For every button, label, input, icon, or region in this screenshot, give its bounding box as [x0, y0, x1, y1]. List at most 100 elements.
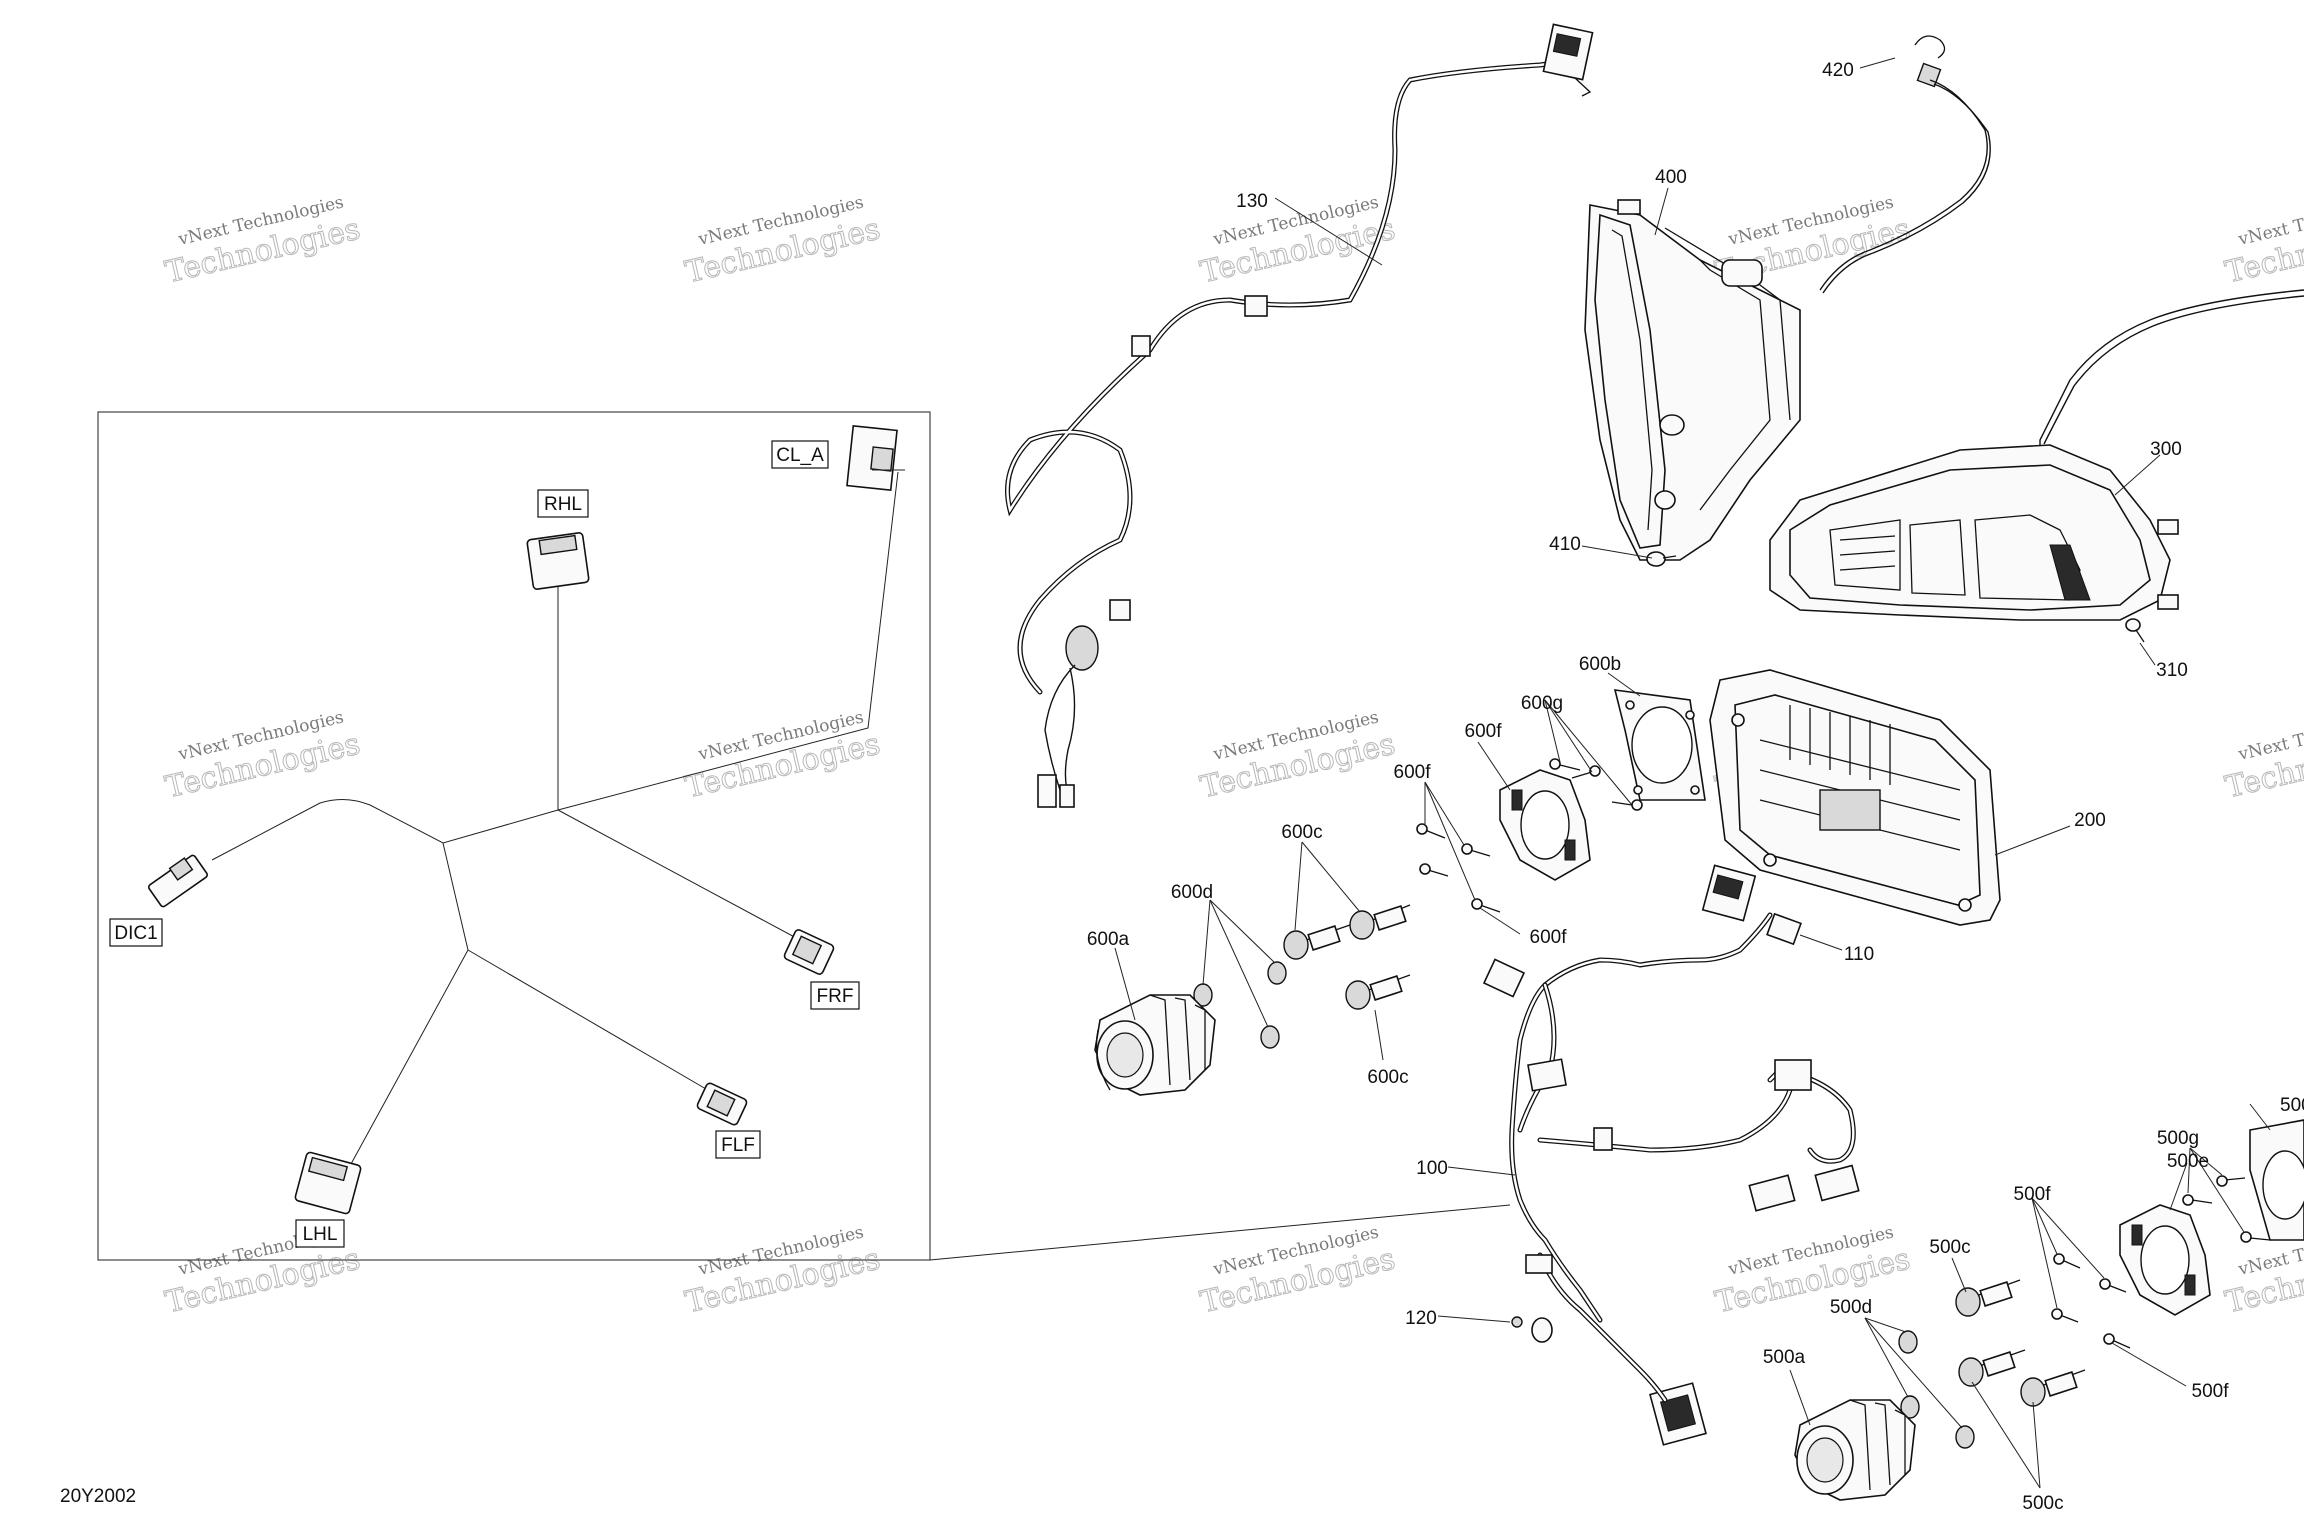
gasket-600b — [1613, 689, 1706, 801]
bracket-500e — [2119, 1204, 2211, 1316]
callout-500d: 500d — [1830, 1297, 1872, 1318]
callout-300: 300 — [2150, 439, 2182, 460]
callout-500e: 500e — [2167, 1151, 2209, 1172]
inset-wire-dic1 — [211, 799, 559, 861]
inset-leader-line — [929, 1204, 1511, 1261]
foglight-600a — [1094, 994, 1216, 1096]
connector-lhl — [294, 1151, 362, 1215]
callout-500c: 500c — [1929, 1237, 1970, 1258]
inset-label-box — [810, 981, 860, 1010]
inset-label-box — [109, 918, 163, 947]
relay-110 — [1766, 912, 1802, 946]
inset-frame — [97, 411, 931, 1261]
harness-inset: CL_A RHL DIC1 FRF FLF — [97, 411, 1511, 1261]
figure-code: 20Y2002 — [60, 1486, 136, 1507]
nut-120 — [1511, 1316, 1523, 1328]
harness-130 — [1005, 23, 1594, 808]
watermark: vNext Technologies Technologies — [2222, 192, 2304, 291]
callout-500f: 500f — [2014, 1184, 2052, 1205]
callout-500g: 500g — [2157, 1128, 2199, 1149]
screw-310 — [2125, 618, 2145, 643]
callout-600f: 600f — [1394, 762, 1432, 783]
watermarks: vNext Technologies Technologies vNext Te… — [162, 192, 2304, 1321]
watermark: vNext Technologies Technologies — [1197, 192, 1399, 291]
callout-130: 130 — [1236, 191, 1268, 212]
bulbs-600c — [1283, 904, 1411, 1010]
callout-400: 400 — [1655, 167, 1687, 188]
foglight-500a — [1794, 1399, 1916, 1501]
screws-600f — [1416, 823, 1501, 913]
harness-100-clip — [1593, 1127, 1613, 1151]
harness-100-connector — [1774, 1059, 1812, 1091]
inset-label-box — [771, 440, 829, 469]
bracket-600f — [1499, 769, 1591, 881]
harness-130-cable — [1005, 49, 1578, 695]
callout-500a: 500a — [1763, 1347, 1806, 1368]
inset-wire-lhl — [344, 949, 469, 1176]
callout-600b: 600b — [1579, 654, 1621, 675]
callout-600c: 600c — [1367, 1067, 1408, 1088]
screw-410 — [1646, 551, 1677, 567]
callout-600c: 600c — [1281, 822, 1322, 843]
label-flf: FLF — [721, 1135, 755, 1156]
harness-100-connector — [1748, 1174, 1796, 1212]
watermark: vNext Technologies Technologies — [2222, 707, 2304, 806]
connector-rhl — [526, 532, 590, 590]
callout-600a: 600a — [1087, 929, 1130, 950]
label-dic1: DIC1 — [114, 923, 157, 944]
callout-500f: 500f — [2192, 1381, 2230, 1402]
harness-130-clip — [1109, 599, 1131, 621]
screws-500g — [2182, 1175, 2271, 1243]
headlight-300 — [1769, 289, 2304, 643]
label-lhl: LHL — [303, 1224, 338, 1245]
inset-label-box — [295, 1219, 345, 1248]
label-frf: FRF — [817, 986, 854, 1007]
harness-130-clip — [1244, 295, 1268, 317]
harness-100-connector — [1814, 1164, 1860, 1202]
headlight-400 — [1584, 199, 1801, 567]
leader-lines — [1114, 57, 2271, 1489]
callout-420: 420 — [1822, 60, 1854, 81]
callout-100: 100 — [1416, 1158, 1448, 1179]
harness-100-connector — [1482, 958, 1526, 998]
gasket-500g — [2249, 1119, 2304, 1241]
callout-500: 500 — [2280, 1095, 2304, 1116]
harness-100-clip — [1525, 1254, 1553, 1274]
harness-130-clip — [1131, 335, 1151, 357]
connector-cl-a — [846, 424, 905, 492]
watermark: vNext Technologies Technologies — [682, 192, 884, 291]
callout-410: 410 — [1549, 534, 1581, 555]
inset-label-box — [537, 489, 589, 518]
screws-500f — [2051, 1253, 2131, 1349]
watermark: vNext Technologies Technologies — [1712, 1222, 1914, 1321]
inset-label-box — [715, 1130, 761, 1159]
label-cl-a: CL_A — [776, 445, 824, 466]
inset-wire-frf — [557, 809, 801, 941]
inset-wire-cl-a — [557, 471, 899, 811]
watermark: vNext Technologies Technologies — [1197, 707, 1399, 806]
callout-120: 120 — [1405, 1308, 1437, 1329]
part-420-connector — [1916, 62, 1942, 88]
watermark: vNext Technologies Technologies — [682, 1222, 884, 1321]
callout-600f: 600f — [1465, 721, 1503, 742]
inset-wire-flf — [467, 949, 719, 1097]
part-420 — [1819, 35, 1991, 294]
callout-600d: 600d — [1171, 882, 1213, 903]
watermark: vNext Technologies Technologies — [162, 192, 364, 291]
connector-frf — [783, 929, 835, 975]
harness-130-grommet — [1065, 625, 1099, 671]
callout-200: 200 — [2074, 810, 2106, 831]
connector-dic1 — [147, 854, 209, 908]
callout-110: 110 — [1844, 944, 1874, 965]
label-rhl: RHL — [544, 494, 582, 515]
callout-600g: 600g — [1521, 693, 1563, 714]
callout-500c: 500c — [2022, 1493, 2063, 1514]
watermark: vNext Technologies Technologies — [162, 707, 364, 806]
harness-100-connector — [1527, 1058, 1567, 1092]
harness-100 — [1482, 864, 1860, 1446]
bulbs-500c — [1955, 1279, 2086, 1407]
seals-500d — [1898, 1330, 1975, 1449]
callout-600f: 600f — [1530, 927, 1568, 948]
connector-flf — [696, 1082, 748, 1126]
